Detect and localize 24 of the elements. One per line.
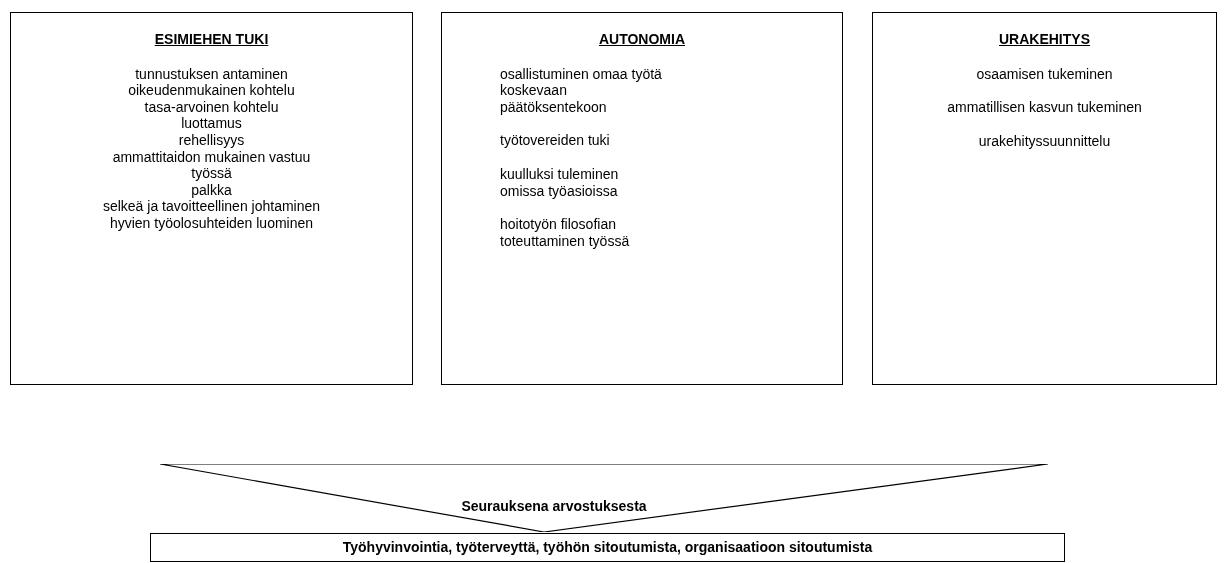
node-label: Seurauksena arvostuksesta: [460, 498, 648, 515]
list-item: luottamus: [180, 115, 243, 132]
list-item: tunnustuksen antaminen: [134, 65, 289, 83]
list-item: selkeä ja tavoitteellinen johtaminen: [101, 198, 322, 215]
text-box: [441, 12, 843, 385]
list-item: urakehityssuunnittelu: [977, 132, 1112, 150]
text-box: [10, 12, 413, 385]
list-item: oikeudenmukainen kohtelu: [127, 82, 296, 99]
list-item: kuulluksi tuleminen omissa työasioissa: [500, 165, 620, 200]
box-heading: URAKEHITYS: [999, 31, 1090, 48]
list-item: ammatillisen kasvun tukeminen: [946, 99, 1143, 116]
list-item: tasa-arvoinen kohtelu: [143, 98, 280, 116]
list-item: rehellisyys: [177, 131, 246, 149]
list-item: osaamisen tukeminen: [975, 65, 1114, 83]
node-label: Työhyvinvointia, työterveyttä, työhön sitoutumista, organisaatioon sitoutumista: [341, 539, 874, 556]
list-item: hyvien työolosuhteiden luominen: [108, 214, 315, 232]
box-heading: ESIMIEHEN TUKI: [154, 31, 269, 48]
text-box: [872, 12, 1217, 385]
list-item: hoitotyön filosofian toteuttaminen työssä: [500, 216, 631, 250]
text-box: [150, 533, 1065, 562]
box-heading: AUTONOMIA: [598, 31, 686, 48]
list-item: osallistuminen omaa työtä koskevaan päätöksentekoon: [500, 65, 663, 116]
list-item: työtovereiden tuki: [500, 132, 611, 149]
list-item: palkka: [190, 181, 233, 199]
